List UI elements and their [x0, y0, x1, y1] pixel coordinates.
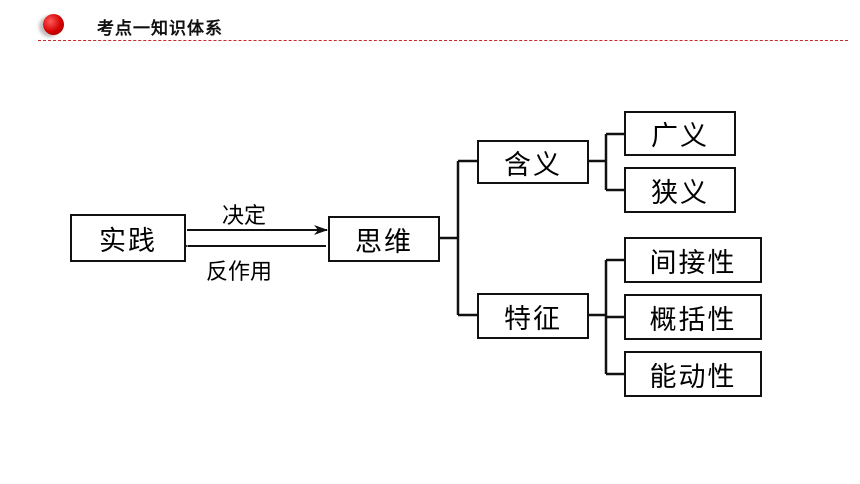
header-divider: [38, 40, 848, 41]
page-title: 考点一知识体系: [97, 19, 223, 39]
generality-node: 概括性: [624, 294, 762, 340]
decide-label: 决定: [222, 204, 267, 229]
practice-node: 实践: [70, 214, 186, 262]
initiative-node: 能动性: [624, 351, 762, 397]
reaction-label: 反作用: [206, 260, 273, 285]
narrow-sense-node: 狭义: [624, 167, 736, 213]
meaning-node: 含义: [477, 140, 589, 184]
header-bullet-icon: [43, 14, 64, 35]
indirectness-node: 间接性: [624, 237, 762, 283]
thinking-node: 思维: [328, 216, 440, 262]
features-node: 特征: [477, 293, 589, 339]
broad-sense-node: 广义: [624, 111, 736, 156]
